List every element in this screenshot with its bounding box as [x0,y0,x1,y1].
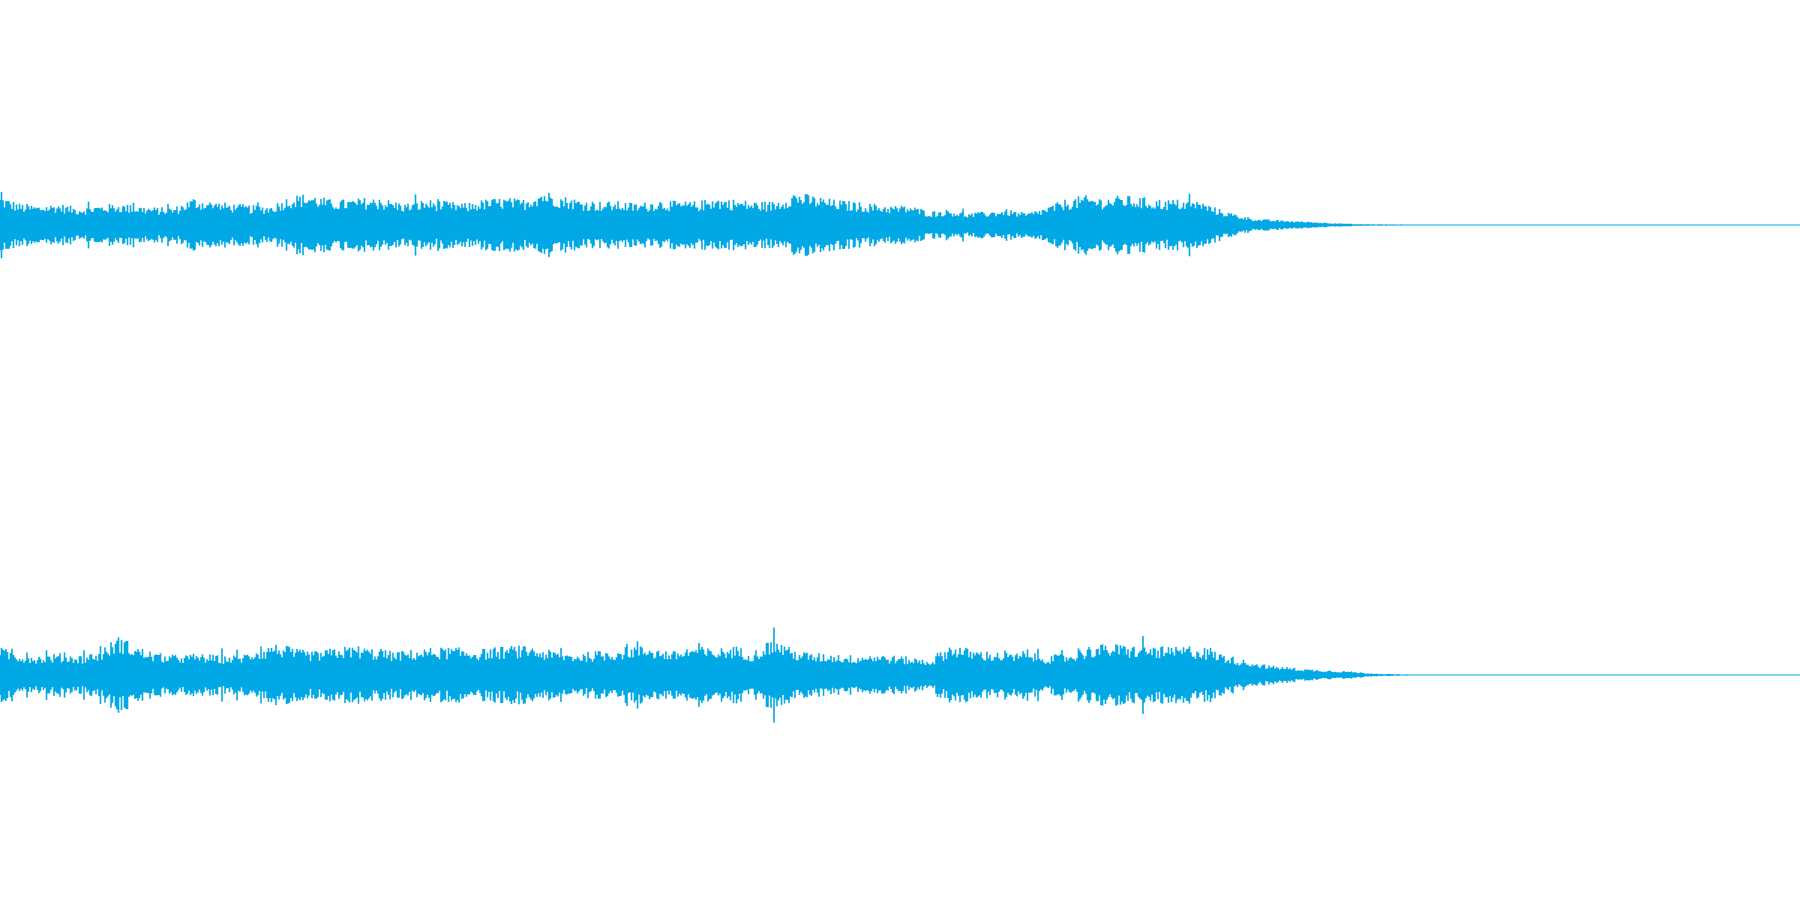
channel-2-waveform [0,627,1567,723]
waveform-channel-1 [0,191,1800,259]
channel-1-waveform [0,191,1531,259]
waveform-channel-2 [0,627,1800,723]
